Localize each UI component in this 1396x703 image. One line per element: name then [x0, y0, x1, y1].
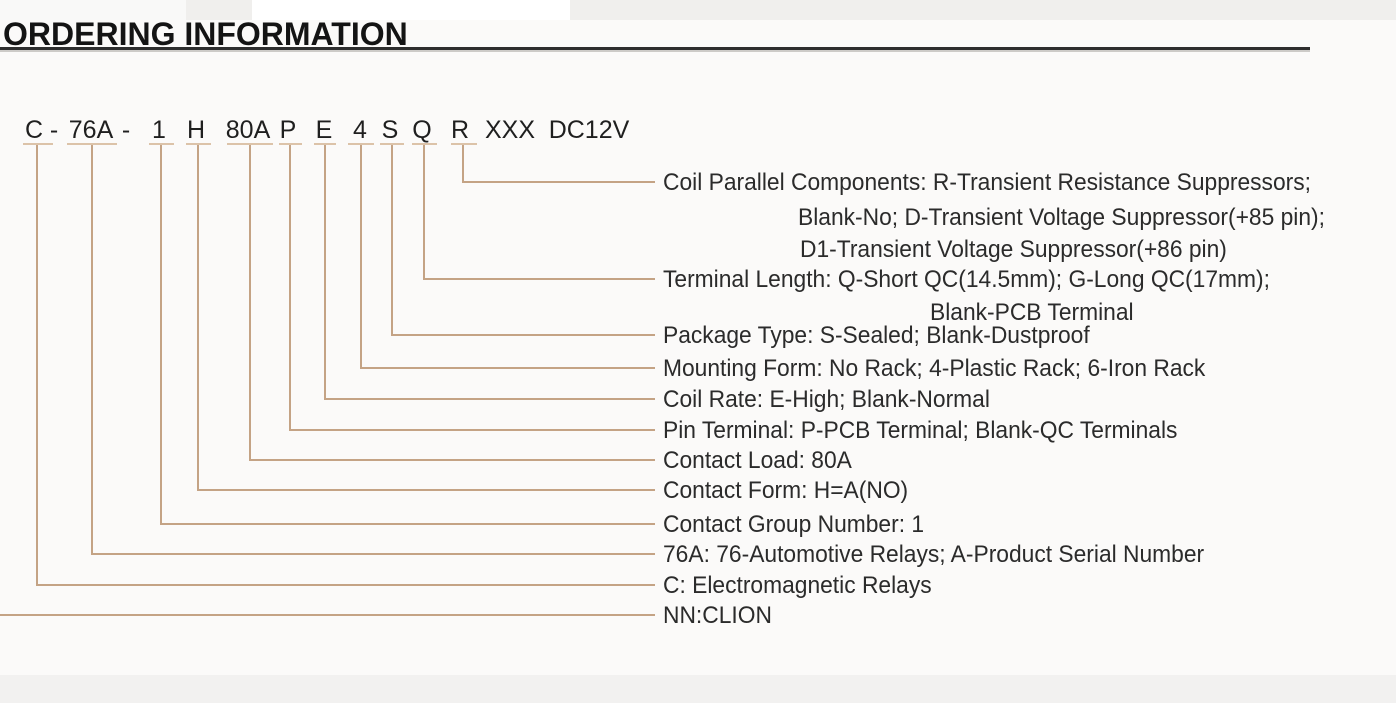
legend-row-relay-type-c: C: Electromagnetic Relays	[663, 572, 932, 599]
connector-c-horizontal	[36, 584, 655, 586]
code-segment-p: P	[279, 116, 297, 144]
tick-under-s	[380, 143, 404, 145]
legend-row-terminal-length-1: Terminal Length: Q-Short QC(14.5mm); G-L…	[663, 266, 1270, 293]
connector-h-horizontal	[197, 489, 655, 491]
connector-1-horizontal	[160, 523, 655, 525]
code-dash-1: -	[49, 116, 59, 144]
top-background-strip-white	[252, 0, 570, 20]
connector-nn-horizontal	[0, 614, 655, 616]
code-segment-h: H	[186, 116, 206, 144]
connector-s-vertical	[391, 145, 393, 336]
connector-76a-horizontal	[91, 553, 655, 555]
tick-under-1	[149, 143, 174, 145]
connector-c-vertical	[36, 145, 38, 586]
legend-row-contact-load: Contact Load: 80A	[663, 447, 852, 474]
connector-e-vertical	[324, 145, 326, 400]
connector-q-horizontal	[423, 278, 655, 280]
legend-row-pin-terminal: Pin Terminal: P-PCB Terminal; Blank-QC T…	[663, 417, 1178, 444]
legend-row-terminal-length-2: Blank-PCB Terminal	[930, 299, 1134, 326]
connector-r-vertical	[462, 145, 464, 183]
tick-under-c	[23, 143, 53, 145]
legend-row-contact-group: Contact Group Number: 1	[663, 511, 925, 538]
connector-r-horizontal	[462, 181, 655, 183]
code-segment-xxx: XXX	[484, 116, 536, 144]
connector-80a-horizontal	[249, 459, 655, 461]
tick-under-76a	[67, 143, 117, 145]
tick-under-e	[314, 143, 336, 145]
connector-e-horizontal	[324, 398, 655, 400]
connector-4-vertical	[360, 145, 362, 369]
legend-row-brand-nn: NN:CLION	[663, 602, 772, 629]
connector-q-vertical	[423, 145, 425, 280]
legend-row-contact-form: Contact Form: H=A(NO)	[663, 477, 909, 504]
code-segment-1: 1	[152, 116, 166, 144]
code-segment-76a: 76A	[68, 116, 114, 144]
connector-h-vertical	[197, 145, 199, 491]
tick-under-q	[412, 143, 437, 145]
tick-under-h	[186, 143, 211, 145]
legend-row-package-type: Package Type: S-Sealed; Blank-Dustproof	[663, 322, 1090, 349]
legend-row-mounting-form: Mounting Form: No Rack; 4-Plastic Rack; …	[663, 355, 1206, 382]
code-segment-s: S	[381, 116, 399, 144]
tick-under-80a	[227, 143, 273, 145]
code-segment-4: 4	[353, 116, 367, 144]
legend-row-series-76a: 76A: 76-Automotive Relays; A-Product Ser…	[663, 541, 1205, 568]
code-segment-c: C	[24, 116, 44, 144]
connector-p-horizontal	[289, 429, 655, 431]
connector-p-vertical	[289, 145, 291, 431]
connector-s-horizontal	[391, 334, 655, 336]
code-segment-r: R	[450, 116, 470, 144]
code-segment-q: Q	[412, 116, 432, 144]
tick-under-p	[279, 143, 302, 145]
section-title: ORDERING INFORMATION	[3, 16, 408, 52]
connector-4-horizontal	[360, 367, 655, 369]
tick-under-r	[451, 143, 477, 145]
connector-80a-vertical	[249, 145, 251, 461]
legend-row-coil-parallel-3: D1-Transient Voltage Suppressor(+86 pin)	[800, 236, 1227, 263]
connector-1-vertical	[160, 145, 162, 525]
code-dash-2: -	[121, 116, 131, 144]
tick-under-4	[348, 143, 374, 145]
bottom-background-strip	[0, 675, 1396, 703]
connector-76a-vertical	[91, 145, 93, 555]
code-segment-80a: 80A	[225, 116, 271, 144]
code-segment-e: E	[315, 116, 333, 144]
code-segment-dc12v: DC12V	[548, 116, 630, 144]
section-title-underline	[0, 47, 1310, 50]
legend-row-coil-rate: Coil Rate: E-High; Blank-Normal	[663, 386, 990, 413]
legend-row-coil-parallel-1: Coil Parallel Components: R-Transient Re…	[663, 169, 1311, 196]
legend-row-coil-parallel-2: Blank-No; D-Transient Voltage Suppressor…	[798, 204, 1325, 231]
top-background-strip-left	[0, 0, 186, 20]
